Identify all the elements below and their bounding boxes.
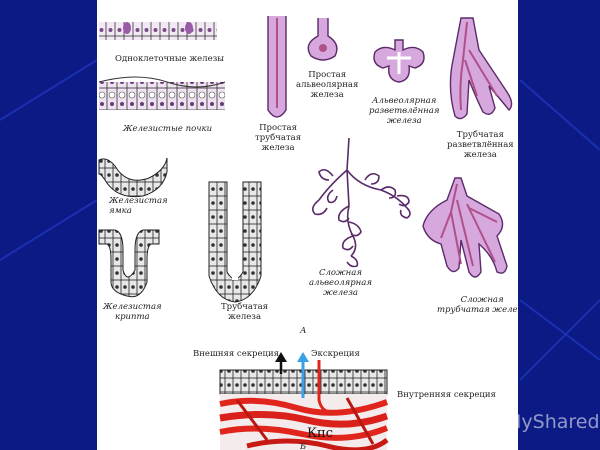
external-secretion-arrow	[275, 352, 287, 374]
simple-alveolar-gland-drawing	[307, 18, 338, 61]
glandular-buds-drawing	[98, 76, 226, 110]
glandular-crypt-drawing	[98, 229, 160, 298]
label-internal-secretion: Внутренняя секреция	[397, 390, 496, 400]
complex-alveolar-gland-drawing	[311, 137, 411, 268]
label-unicellular: Одноклеточные железы	[115, 54, 225, 64]
alveolar-branched-gland-drawing	[373, 39, 425, 83]
unicellular-glands-drawing	[99, 22, 217, 40]
label-kps: Кпс	[307, 426, 334, 441]
diagram-panel: Одноклеточные железы Железистые почки Пр…	[97, 0, 518, 450]
complex-tubular-gland-drawing	[422, 177, 508, 278]
tubular-branched-gland-drawing	[449, 17, 513, 120]
glands-diagram	[98, 16, 513, 450]
label-excretion: Экскреция	[311, 349, 360, 359]
glandular-pit-drawing	[98, 157, 168, 198]
label-figure-a: А	[300, 326, 307, 336]
tubular-gland-drawing	[208, 181, 262, 303]
simple-tubular-gland-drawing	[267, 16, 287, 118]
watermark: MyShared	[475, 408, 600, 436]
excretion-arrow	[297, 352, 309, 398]
label-external-secretion: Внешняя секреция	[193, 349, 280, 359]
label-glandular-buds: Железистые почки	[123, 124, 213, 134]
tree-icon	[476, 409, 500, 435]
watermark-text: MyShared	[505, 411, 600, 433]
label-figure-b: Б	[300, 442, 307, 450]
